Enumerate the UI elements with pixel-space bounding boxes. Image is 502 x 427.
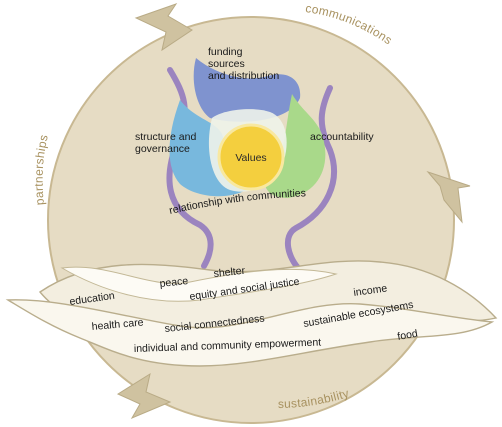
values-circle bbox=[217, 123, 285, 191]
ribbon-swoosh bbox=[60, 266, 338, 302]
petal-funding bbox=[193, 58, 301, 122]
outcome-food: food bbox=[396, 328, 418, 343]
outcome-income: income bbox=[353, 282, 388, 299]
outcome-shelter: shelter bbox=[213, 265, 246, 280]
values-label: Values bbox=[235, 152, 266, 164]
arrow-right-icon bbox=[426, 170, 471, 224]
ribbon-front bbox=[5, 299, 495, 367]
funding-label-line2: sources bbox=[208, 58, 245, 70]
arrow-top-icon bbox=[134, 3, 193, 52]
flower-stem-left bbox=[166, 67, 214, 269]
accountability-label: accountability bbox=[310, 131, 374, 143]
outcome-peace: peace bbox=[159, 275, 189, 290]
funding-label-line1: funding bbox=[208, 46, 243, 58]
structure-label-line2: governance bbox=[135, 143, 190, 155]
cycle-label-partnerships: partnerships bbox=[32, 133, 51, 206]
outcome-health-care: health care bbox=[91, 316, 144, 332]
structure-label-line1: structure and bbox=[135, 131, 196, 143]
arrow-bottom-icon bbox=[116, 372, 172, 420]
funding-label-line3: and distribution bbox=[208, 70, 279, 82]
